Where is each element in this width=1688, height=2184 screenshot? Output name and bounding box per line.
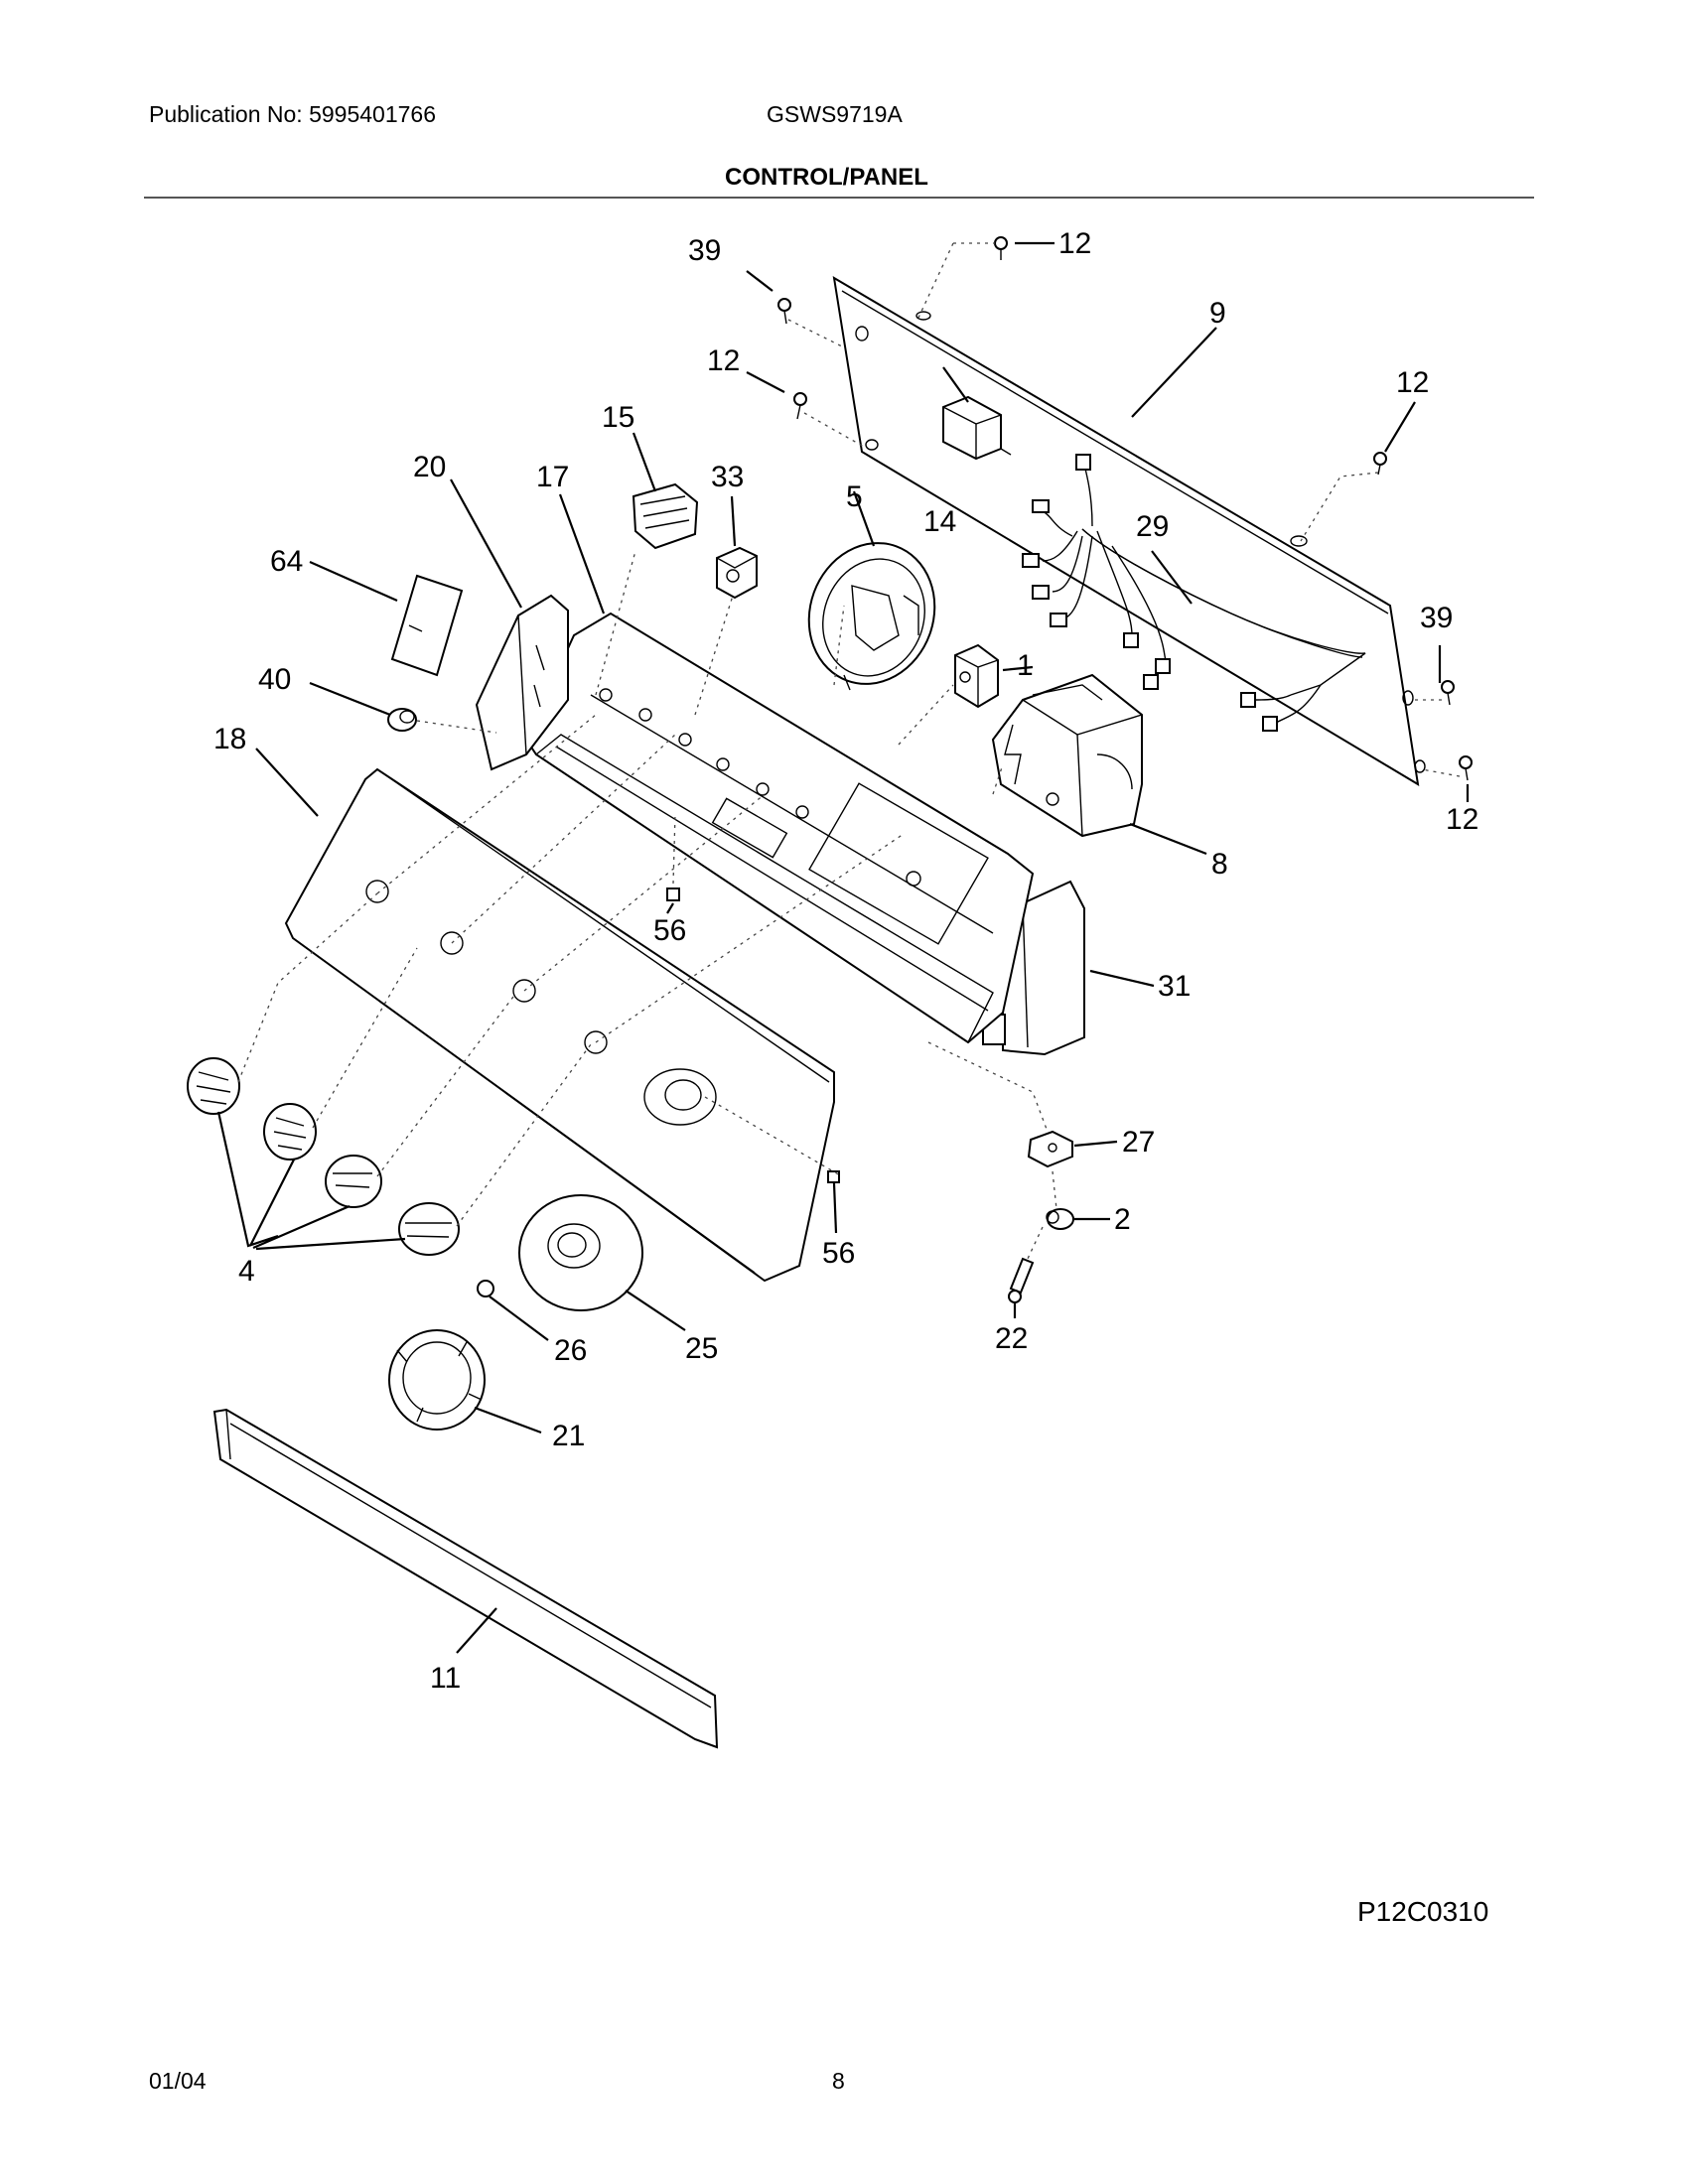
- header-rule: [144, 197, 1534, 199]
- end-cap-part-20: [475, 594, 569, 771]
- callout-label: 12: [1396, 366, 1429, 399]
- callout-label: 17: [536, 461, 569, 493]
- callout-label: 4: [238, 1255, 255, 1288]
- trim-strip-part-11: [212, 1408, 719, 1749]
- spacer-part-2: [1046, 1208, 1074, 1230]
- module-part-33: [716, 546, 758, 600]
- screw-part-12-right: [1373, 452, 1387, 476]
- footer-page-number: 8: [832, 2068, 845, 2094]
- callout-label: 20: [413, 451, 446, 483]
- screw-part-39-right: [1441, 680, 1455, 706]
- relay-part-14: [942, 395, 1012, 461]
- knob-set-part-4: [187, 1057, 460, 1256]
- callout-label: 15: [602, 401, 634, 434]
- screw-part-12-top: [994, 236, 1008, 260]
- dial-motor-part-5: [807, 542, 936, 691]
- callout-label: 25: [685, 1332, 718, 1365]
- screw-part-39-top: [777, 298, 791, 325]
- callout-label: 12: [707, 344, 740, 377]
- screw-part-12-left: [793, 392, 807, 420]
- callout-label: 39: [688, 234, 721, 267]
- callout-label: 27: [1122, 1126, 1155, 1159]
- section-title: CONTROL/PANEL: [725, 164, 928, 191]
- callout-label: 18: [213, 723, 246, 755]
- drawing-code: P12C0310: [1357, 1896, 1489, 1927]
- card-part-64: [390, 574, 464, 677]
- callout-label: 22: [995, 1322, 1028, 1355]
- callout-label: 31: [1158, 970, 1191, 1003]
- model-number: GSWS9719A: [767, 101, 903, 127]
- callout-label: 40: [258, 663, 291, 696]
- callout-label: 14: [923, 505, 956, 538]
- dial-knob-part-25: [518, 1194, 643, 1311]
- callout-label: 39: [1420, 602, 1453, 634]
- trim-ring-part-21: [388, 1329, 486, 1431]
- footer-date: 01/04: [149, 2068, 207, 2094]
- bracket-part-27: [1027, 1130, 1073, 1168]
- board-part-15: [632, 482, 699, 550]
- callout-label: 12: [1446, 803, 1478, 836]
- end-cap-part-31: [982, 880, 1085, 1056]
- publication-number: Publication No: 5995401766: [149, 101, 437, 127]
- clip-part-56-lower: [827, 1170, 840, 1183]
- knob-part-40: [387, 708, 417, 732]
- front-panel-part-18: [284, 767, 835, 1283]
- washer-part-26: [477, 1280, 494, 1297]
- callout-label: 56: [822, 1237, 855, 1270]
- callout-label: 21: [552, 1420, 585, 1452]
- screw-part-12-lower: [1459, 755, 1473, 781]
- screw-part-22: [1008, 1257, 1035, 1303]
- callout-label: 11: [430, 1662, 461, 1695]
- callout-label: 5: [846, 480, 863, 513]
- callout-label: 26: [554, 1334, 587, 1367]
- wire-harness-part-29: [1022, 454, 1366, 732]
- callout-label: 1: [1017, 649, 1034, 682]
- callout-label: 2: [1114, 1203, 1131, 1236]
- switch-part-1: [954, 643, 999, 709]
- callout-label: 56: [653, 914, 686, 947]
- timer-part-8: [991, 673, 1143, 838]
- callout-label: 33: [711, 461, 744, 493]
- clip-part-56-upper: [666, 887, 680, 901]
- callout-label: 64: [270, 545, 303, 578]
- callout-label: 12: [1058, 227, 1091, 260]
- callout-label: 29: [1136, 510, 1169, 543]
- callout-label: 8: [1211, 848, 1228, 881]
- callout-label: 9: [1209, 297, 1226, 330]
